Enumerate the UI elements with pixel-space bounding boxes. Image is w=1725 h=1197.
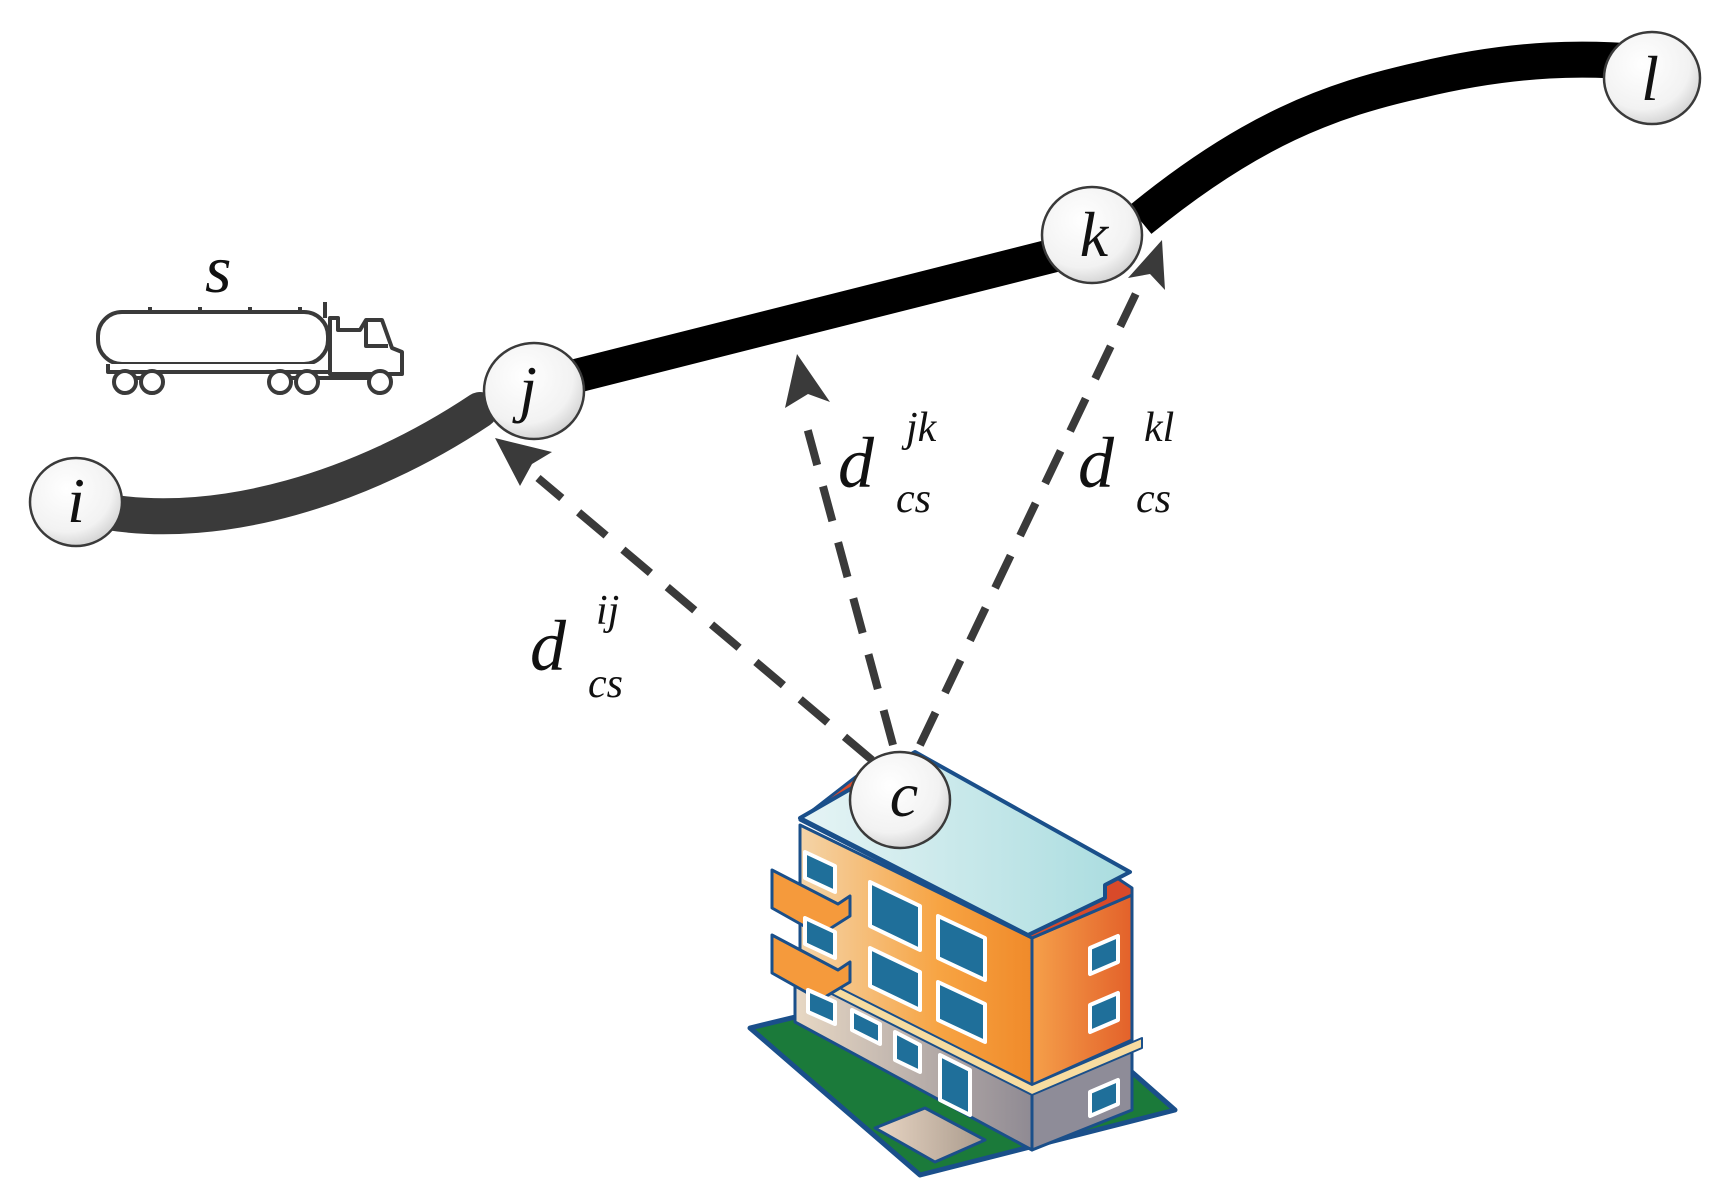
node-c: c	[848, 750, 952, 850]
svg-text:c: c	[890, 759, 918, 830]
svg-text:jk: jk	[901, 405, 938, 451]
arrow-head-jk	[785, 354, 830, 408]
svg-text:d: d	[1078, 423, 1115, 503]
svg-text:cs: cs	[896, 476, 931, 522]
node-k: k	[1040, 185, 1144, 285]
svg-text:d: d	[530, 606, 567, 686]
arrow-c-to-k	[916, 283, 1144, 747]
route-segment-kl	[1128, 41, 1642, 234]
arrow-head-k	[1128, 240, 1165, 290]
node-i: i	[28, 456, 124, 548]
route-segment-ij	[90, 392, 498, 535]
svg-text:cs: cs	[588, 661, 623, 707]
svg-text:kl: kl	[1144, 405, 1174, 451]
svg-text:cs: cs	[1136, 476, 1171, 522]
node-l: l	[1602, 30, 1702, 126]
svg-text:ij: ij	[596, 588, 619, 634]
route	[90, 41, 1642, 535]
svg-text:i: i	[67, 465, 85, 536]
distance-label-kl: d kl cs	[1078, 405, 1174, 522]
svg-text:l: l	[1641, 43, 1659, 114]
tanker-truck-icon	[96, 302, 404, 395]
vehicle-label: s	[205, 231, 231, 307]
distance-label-ij: d ij cs	[530, 588, 623, 707]
building-icon	[747, 750, 1178, 1178]
distance-label-jk: d jk cs	[838, 405, 938, 522]
svg-text:k: k	[1080, 199, 1110, 270]
svg-text:d: d	[838, 423, 875, 503]
distance-arrows	[495, 240, 1165, 764]
route-segment-jk	[555, 228, 1100, 397]
node-j: j	[482, 341, 586, 441]
arrow-c-to-j	[535, 474, 875, 764]
arrow-head-j	[495, 438, 552, 486]
